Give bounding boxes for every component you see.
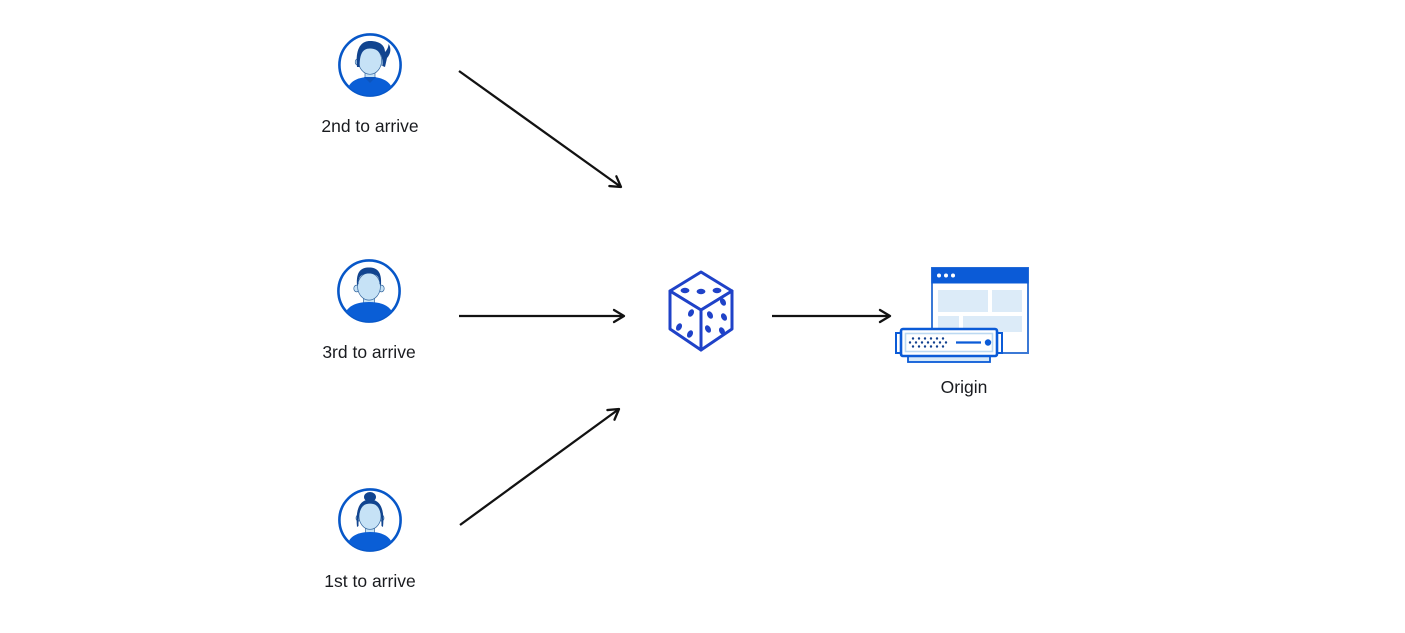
- client-label-1st: 1st to arrive: [324, 571, 416, 591]
- origin-server-browser-icon: [895, 267, 1033, 369]
- user-avatar-male-icon: [336, 259, 402, 328]
- user-avatar-male-quiff-icon: [337, 33, 403, 102]
- client-node-3rd: 3rd to arrive: [322, 258, 416, 362]
- arrow-2nd-to-dice: [458, 70, 623, 189]
- user-avatar-female-icon: [337, 488, 403, 557]
- random-selector-node: [666, 269, 736, 353]
- dice-icon: [666, 270, 736, 357]
- origin-label: Origin: [940, 377, 988, 397]
- client-node-2nd: 2nd to arrive: [321, 32, 419, 136]
- client-label-3rd: 3rd to arrive: [322, 342, 416, 362]
- client-node-1st: 1st to arrive: [324, 487, 416, 591]
- client-label-2nd: 2nd to arrive: [321, 116, 419, 136]
- arrow-1st-to-dice: [459, 407, 621, 526]
- origin-node: Origin: [895, 263, 1033, 397]
